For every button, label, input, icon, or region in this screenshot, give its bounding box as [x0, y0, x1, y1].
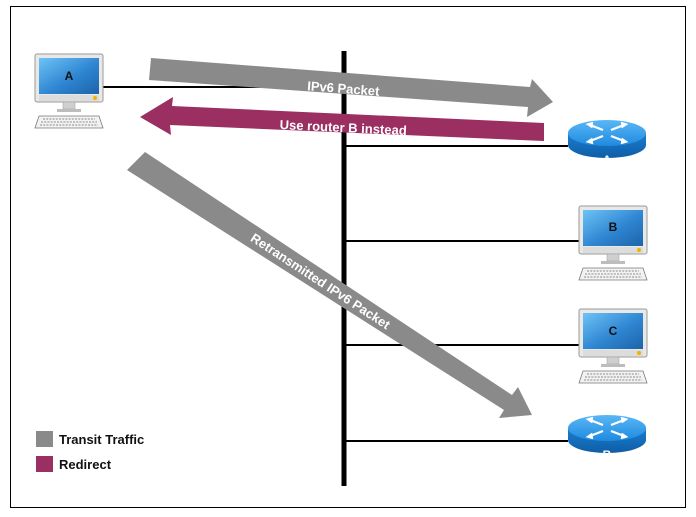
- host-a-label: A: [65, 69, 74, 83]
- ipv6-packet-label: IPv6 Packet: [307, 78, 381, 99]
- legend-redirect-label: Redirect: [59, 457, 112, 472]
- host-b: B: [578, 205, 648, 281]
- legend-transit-swatch: [36, 431, 53, 447]
- host-c: C: [578, 308, 648, 384]
- legend-transit-label: Transit Traffic: [59, 432, 144, 447]
- redirect-arrow: Use router B instead: [140, 97, 544, 141]
- router-b: B: [566, 413, 648, 462]
- host-a: A: [34, 53, 104, 129]
- router-b-label: B: [603, 448, 612, 462]
- host-b-label: B: [609, 220, 618, 234]
- router-a: A: [566, 118, 648, 167]
- legend: Transit Traffic Redirect: [36, 431, 144, 472]
- router-a-label: A: [603, 153, 612, 167]
- ipv6-packet-arrow: IPv6 Packet: [149, 58, 553, 117]
- legend-redirect-swatch: [36, 456, 53, 472]
- redirect-label: Use router B instead: [279, 117, 407, 138]
- host-c-label: C: [609, 324, 618, 338]
